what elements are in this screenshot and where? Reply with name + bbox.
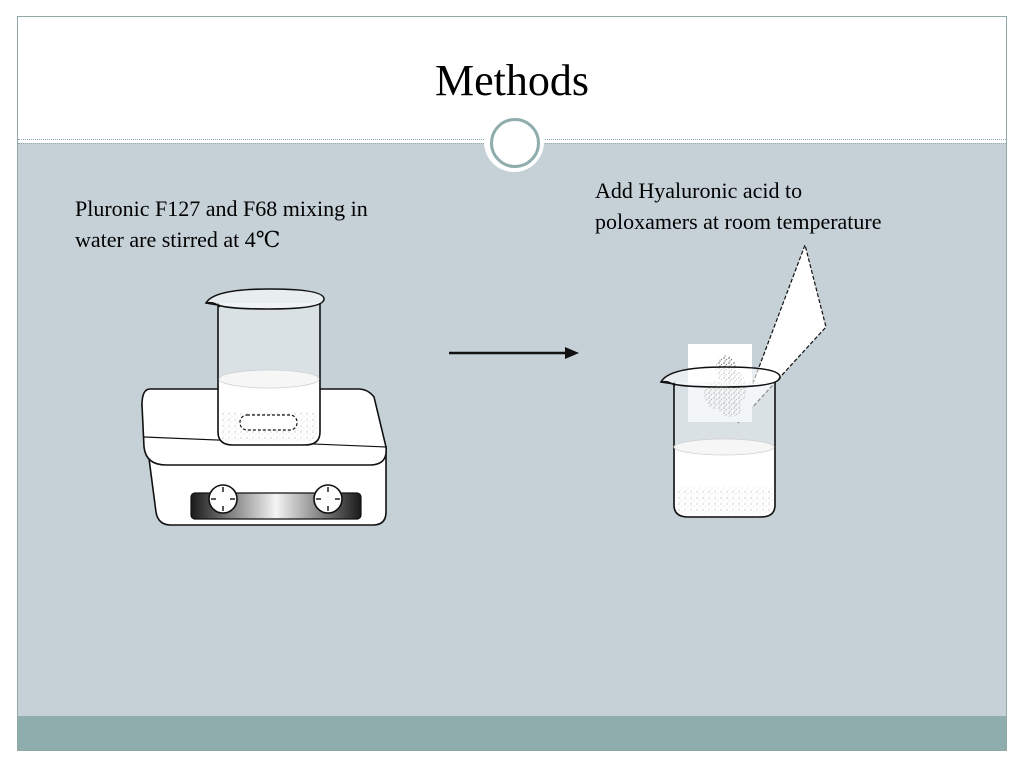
- slide-title: Methods: [435, 56, 589, 105]
- stirring-beaker-icon: [204, 288, 325, 446]
- step-2-description: Add Hyaluronic acid to poloxamers at roo…: [595, 175, 882, 237]
- slide-frame: Methods Pluronic F127 and F68 mixing in …: [17, 16, 1007, 751]
- step-1-description: Pluronic F127 and F68 mixing in water ar…: [75, 193, 368, 255]
- footer-band: [18, 716, 1006, 750]
- right-arrow-icon: [449, 347, 579, 359]
- step-2-line-2: poloxamers at room temperature: [595, 209, 882, 234]
- beaker-icon: [659, 366, 781, 518]
- methods-illustration: [141, 243, 827, 526]
- stirrer-knob-left-icon: [208, 484, 238, 514]
- title-ornament: [484, 112, 544, 172]
- step-1-line-1: Pluronic F127 and F68 mixing in: [75, 196, 368, 221]
- ornament-ring-icon: [490, 118, 540, 168]
- stirrer-knob-right-icon: [313, 484, 343, 514]
- step-2-line-1: Add Hyaluronic acid to: [595, 178, 803, 203]
- step-1-line-2: water are stirred at 4℃: [75, 227, 281, 252]
